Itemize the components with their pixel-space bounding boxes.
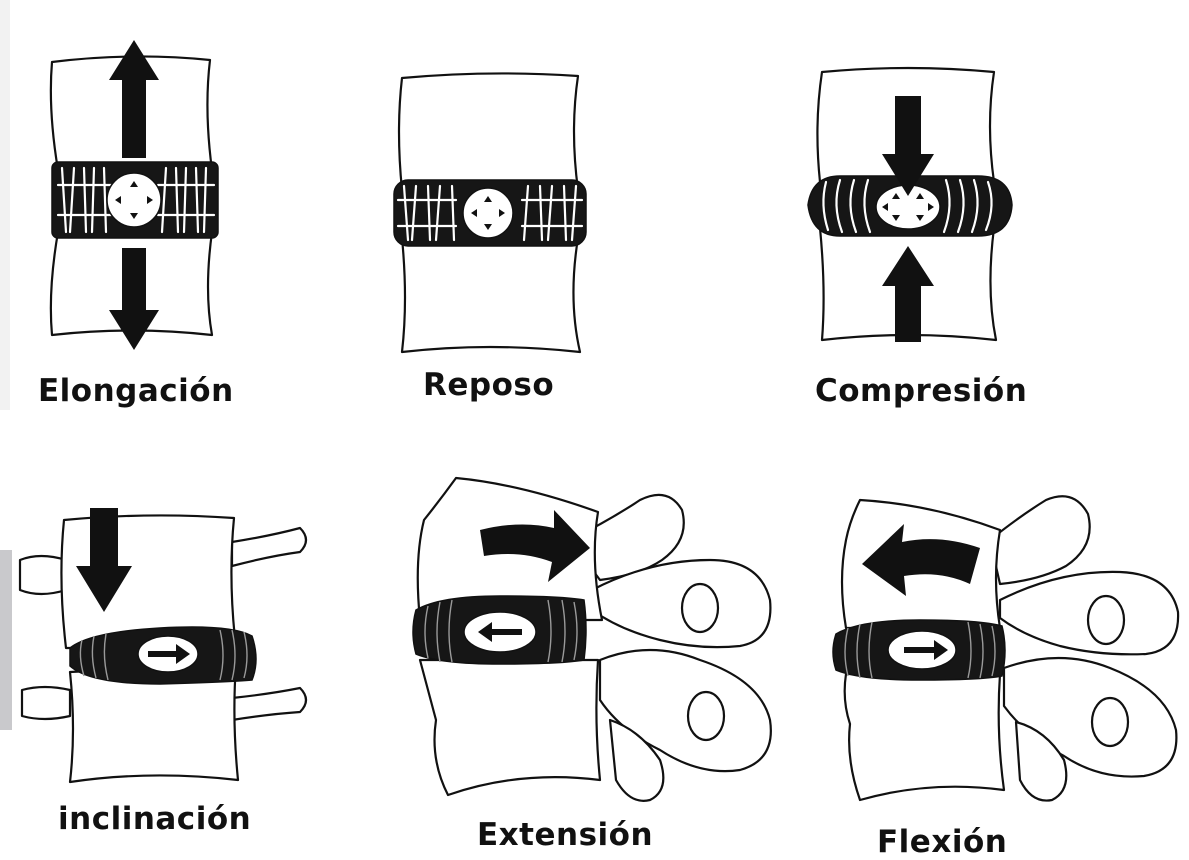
- panel-flexion: [833, 496, 1178, 800]
- lower-vertebra: [845, 674, 1004, 800]
- posterior-elements: [570, 495, 771, 801]
- upper-transverse-process: [20, 556, 66, 594]
- nucleus-pulposus: [463, 188, 513, 238]
- scan-edge-strip-top: [0, 0, 10, 410]
- label-compresion: Compresión: [815, 373, 1027, 409]
- label-extension: Extensión: [477, 817, 653, 853]
- upper-transverse-process-right: [232, 528, 306, 566]
- lower-vertebra: [402, 238, 580, 352]
- lower-transverse-process-right: [232, 688, 306, 720]
- panel-inclinacion: [20, 508, 306, 782]
- lower-transverse-process: [22, 687, 70, 719]
- label-inclinacion: inclinación: [58, 801, 251, 837]
- panel-elongacion: [51, 40, 218, 350]
- panel-reposo: [394, 73, 586, 352]
- posterior-elements: [990, 496, 1178, 800]
- scan-edge-strip: [0, 550, 12, 730]
- upper-vertebra: [399, 73, 578, 190]
- label-reposo: Reposo: [423, 367, 554, 403]
- panel-extension: [413, 478, 771, 801]
- lower-vertebra: [420, 660, 600, 795]
- label-flexion: Flexión: [877, 824, 1007, 860]
- label-elongacion: Elongación: [38, 373, 234, 409]
- panel-compresion: [808, 68, 1012, 342]
